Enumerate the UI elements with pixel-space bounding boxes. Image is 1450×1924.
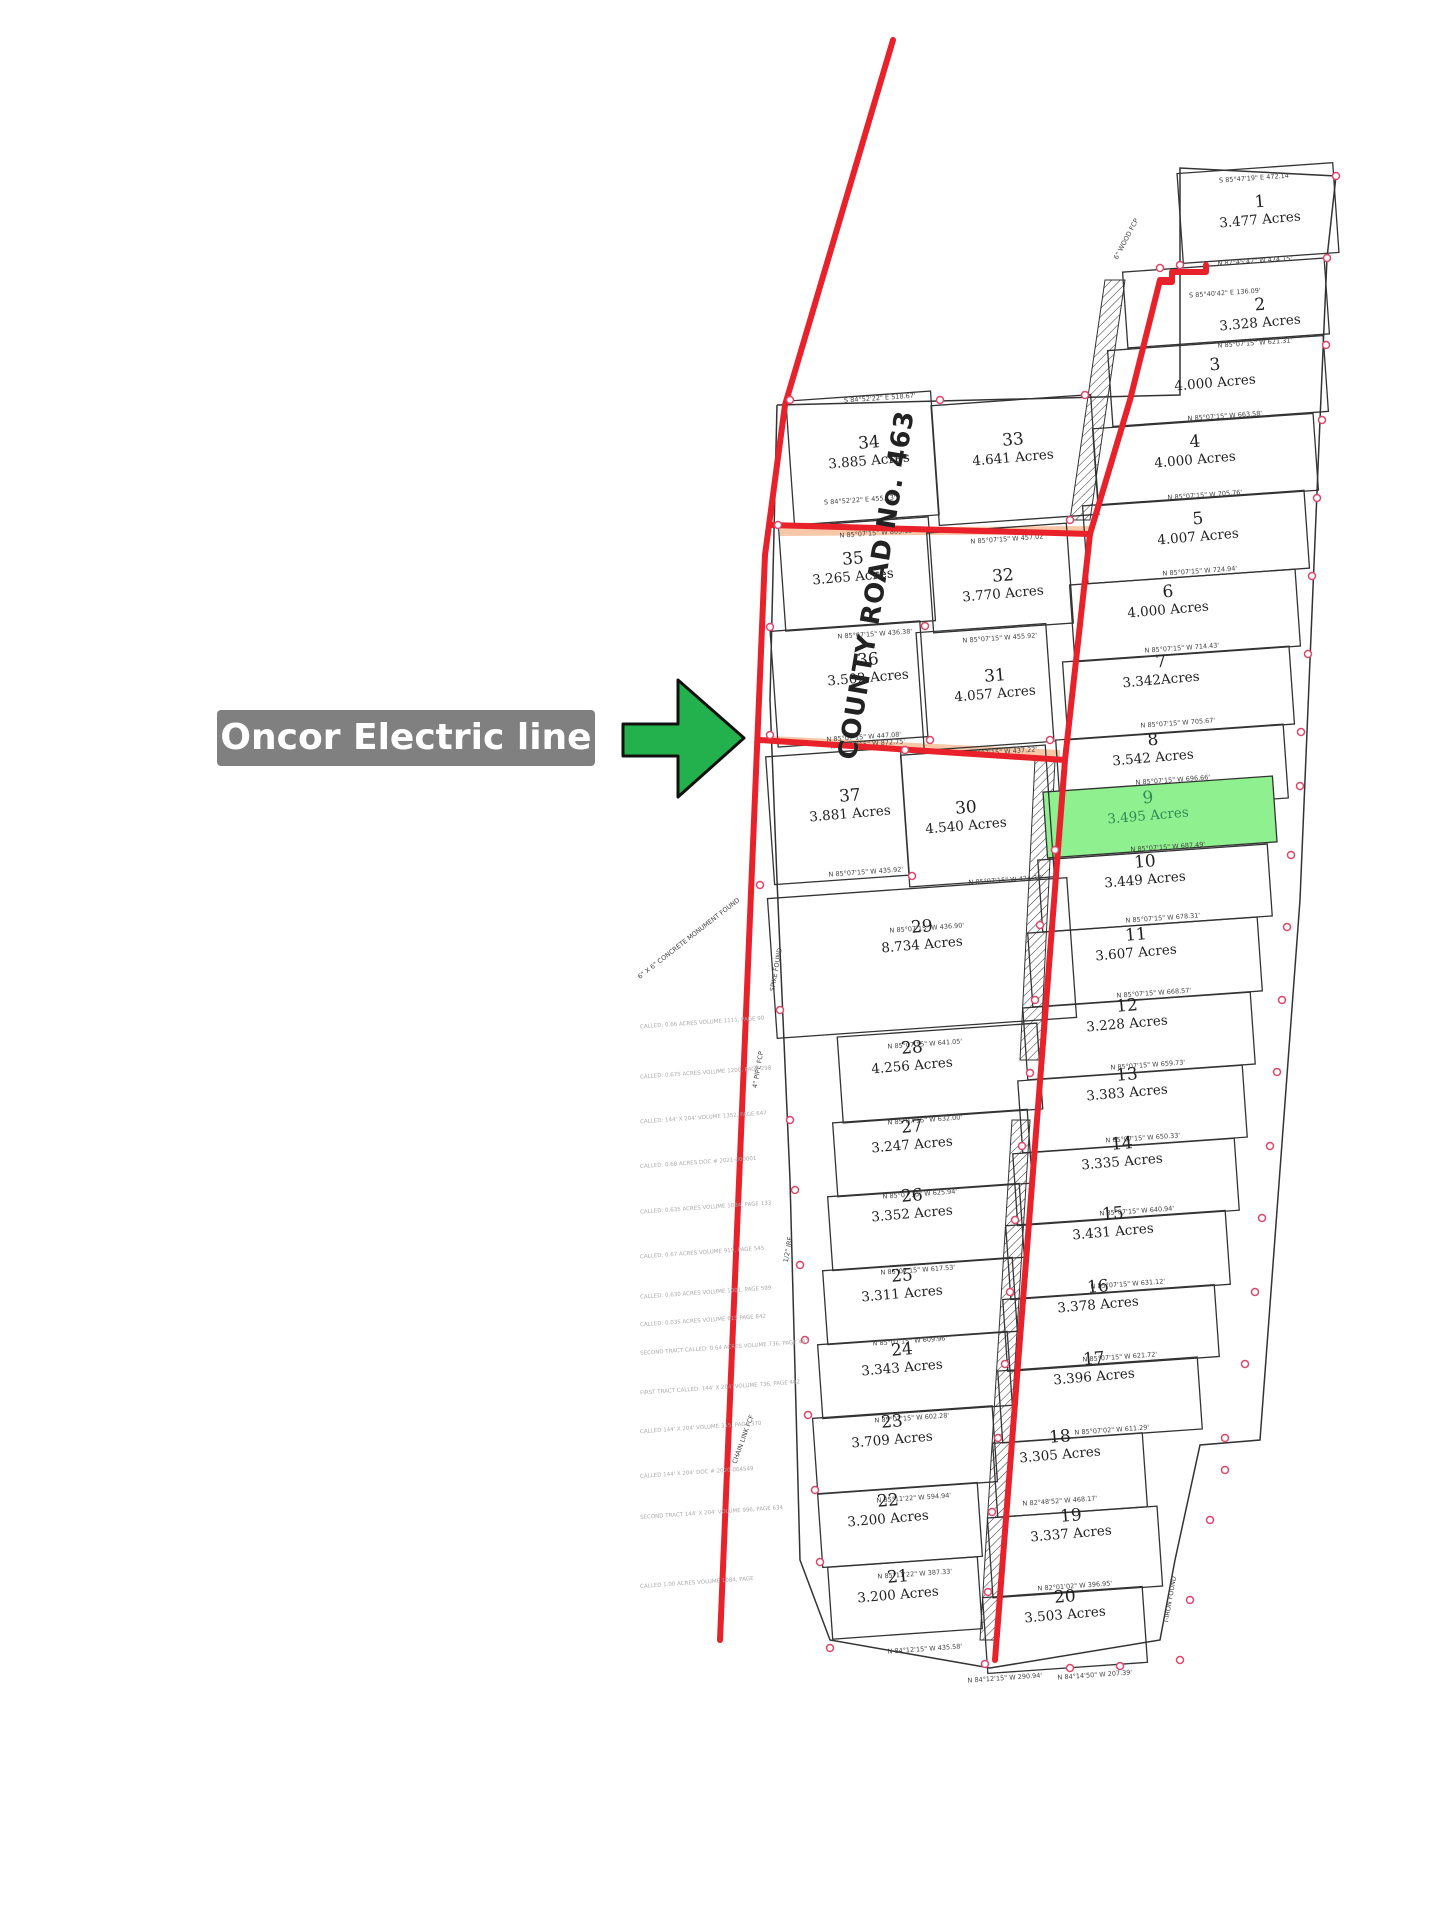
bearing-label: N 84°12'15" W 290.94' — [967, 1671, 1042, 1684]
survey-pin — [1331, 171, 1341, 181]
survey-pin — [765, 730, 775, 740]
survey-pin — [773, 520, 783, 530]
oncor-line-lower-cross — [757, 737, 1068, 763]
survey-pin — [1277, 995, 1287, 1005]
survey-pin — [1220, 1433, 1230, 1443]
survey-pin — [825, 1643, 835, 1653]
survey-pin — [935, 395, 945, 405]
survey-pin — [1010, 1215, 1020, 1225]
lot-2-boundary — [1121, 257, 1331, 349]
survey-pin — [1000, 1359, 1010, 1369]
survey-pin — [765, 622, 775, 632]
survey-pin — [1025, 1068, 1035, 1078]
survey-pin — [1045, 735, 1055, 745]
lot-19-boundary — [986, 1505, 1164, 1599]
oncor-electric-line-callout: Oncor Electric line — [217, 710, 595, 766]
survey-pin — [1205, 1515, 1215, 1525]
survey-pin — [1017, 1141, 1027, 1151]
survey-pin — [1065, 515, 1075, 525]
survey-pin — [790, 1185, 800, 1195]
survey-pin — [1035, 920, 1045, 930]
survey-pin — [1312, 493, 1322, 503]
easement-upper — [1069, 279, 1126, 521]
survey-pin — [803, 1410, 813, 1420]
bearing-label: N 85°07'15" W 455.92' — [962, 631, 1037, 644]
survey-pin — [980, 1659, 990, 1669]
lot-29-boundary — [766, 877, 1078, 1039]
survey-pin — [1257, 1213, 1267, 1223]
survey-pin — [1317, 415, 1327, 425]
survey-pin — [1080, 390, 1090, 400]
survey-pin — [810, 1485, 820, 1495]
lot-36-boundary — [769, 620, 929, 748]
survey-pin — [993, 1433, 1003, 1443]
bearing-label: N 85°07'15" W 663.58' — [1187, 409, 1262, 422]
survey-pin — [1282, 922, 1292, 932]
survey-pin — [1296, 727, 1306, 737]
survey-pin — [1286, 850, 1296, 860]
survey-pin — [1175, 260, 1185, 270]
survey-pin — [987, 1507, 997, 1517]
oncor-line-northwest — [782, 37, 896, 408]
survey-pin — [900, 745, 910, 755]
oncor-line-east-trunk — [992, 531, 1093, 1663]
survey-pin — [1220, 1465, 1230, 1475]
survey-pin — [1250, 1287, 1260, 1297]
lot-27-boundary — [831, 1108, 1034, 1198]
survey-pin — [785, 395, 795, 405]
survey-pin — [1321, 340, 1331, 350]
lot-37-boundary — [765, 746, 910, 886]
lot-9-boundary — [1042, 775, 1278, 859]
survey-pin — [1303, 649, 1313, 659]
lot-16-boundary — [1002, 1283, 1220, 1373]
survey-pin — [1155, 263, 1165, 273]
survey-pin — [755, 880, 765, 890]
survey-pin — [907, 871, 917, 881]
lot-34-boundary — [785, 390, 940, 526]
survey-pin — [1322, 253, 1332, 263]
survey-pin — [795, 1260, 805, 1270]
survey-pin — [1065, 1663, 1075, 1673]
survey-pin — [775, 1005, 785, 1015]
lot-23-boundary — [811, 1405, 999, 1495]
lot-3-boundary — [1106, 334, 1330, 428]
monument-label: T-IRON FOUND — [1162, 1575, 1178, 1624]
survey-pin — [1050, 845, 1060, 855]
oncor-line-upper-cross — [767, 522, 1093, 537]
survey-pin — [925, 735, 935, 745]
survey-pin — [983, 1587, 993, 1597]
subdivision-boundary — [769, 167, 1337, 1669]
survey-pin — [1030, 995, 1040, 1005]
bearing-label: N 84°12'15" W 435.58' — [887, 1642, 962, 1655]
survey-pin — [1295, 781, 1305, 791]
lot-31-boundary — [915, 622, 1055, 752]
lot-32-boundary — [925, 522, 1075, 634]
monument-label: 6" X 6" CONCRETE MONUMENT FOUND — [636, 896, 741, 981]
bearing-label: N 85°07'15" W 621.31' — [1217, 336, 1292, 349]
survey-pin — [1240, 1359, 1250, 1369]
survey-pin — [1265, 1141, 1275, 1151]
survey-pin — [1185, 1595, 1195, 1605]
bearing-label: S 85°47'19" E 472.14' — [1219, 171, 1291, 184]
survey-pin — [785, 1115, 795, 1125]
callout-arrow — [621, 678, 746, 799]
survey-pin — [800, 1335, 810, 1345]
survey-pin — [920, 621, 930, 631]
lot-14-boundary — [1012, 1137, 1240, 1227]
survey-pin — [815, 1557, 825, 1567]
survey-pin — [1115, 1661, 1125, 1671]
monument-label: 6" WOOD FCP — [1112, 217, 1140, 261]
survey-pin — [1005, 1287, 1015, 1297]
survey-pin — [1307, 571, 1317, 581]
oncor-line-west-road — [717, 402, 788, 1643]
survey-pin — [1272, 1067, 1282, 1077]
survey-pin — [1175, 1655, 1185, 1665]
bearing-label: N 87°45'42" W 474.15' — [1217, 254, 1292, 267]
lot-35-boundary — [777, 516, 937, 632]
oncor-line-north-spur — [1157, 262, 1209, 285]
lot-15-boundary — [1004, 1209, 1232, 1301]
bearing-label: N 85°07'15" W 705.76' — [1167, 488, 1242, 501]
